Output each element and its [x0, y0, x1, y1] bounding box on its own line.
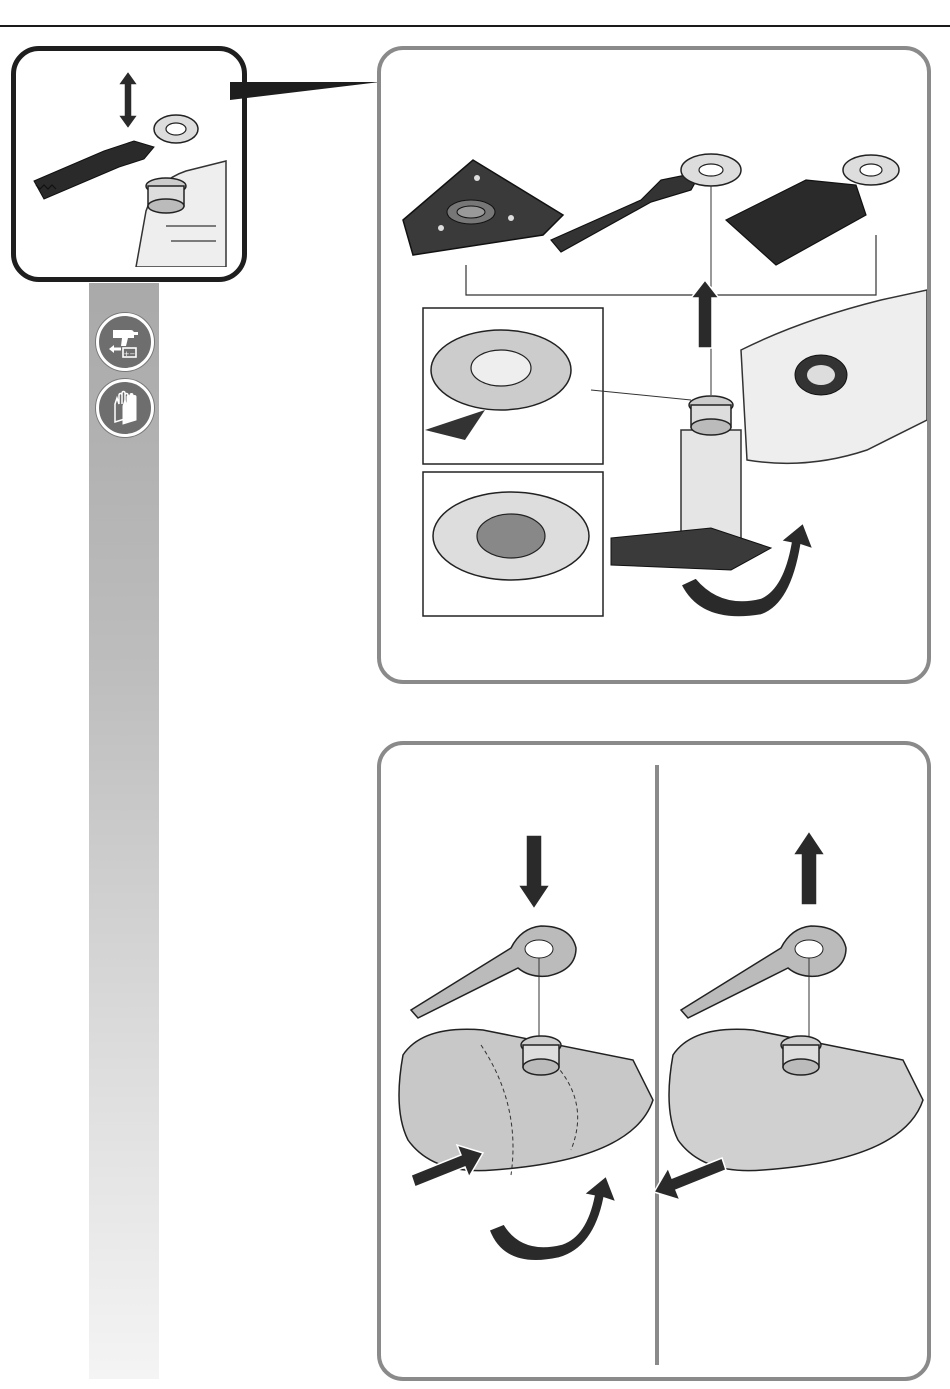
accessory-mounting-illustration [381, 50, 927, 680]
svg-text:+−: +− [124, 350, 136, 358]
callout-wedge [230, 76, 382, 106]
figure-panel-depth-stop [377, 741, 931, 1381]
header-rule [0, 25, 950, 27]
detail-inset-panel [11, 46, 247, 282]
protective-gloves-icon [96, 379, 154, 437]
depth-stop-mounting-illustration [381, 745, 927, 1377]
battery-removal-icon: +− [96, 313, 154, 371]
side-strip [89, 283, 159, 1379]
figure-panel-accessory [377, 46, 931, 684]
blade-swap-detail [16, 51, 232, 267]
